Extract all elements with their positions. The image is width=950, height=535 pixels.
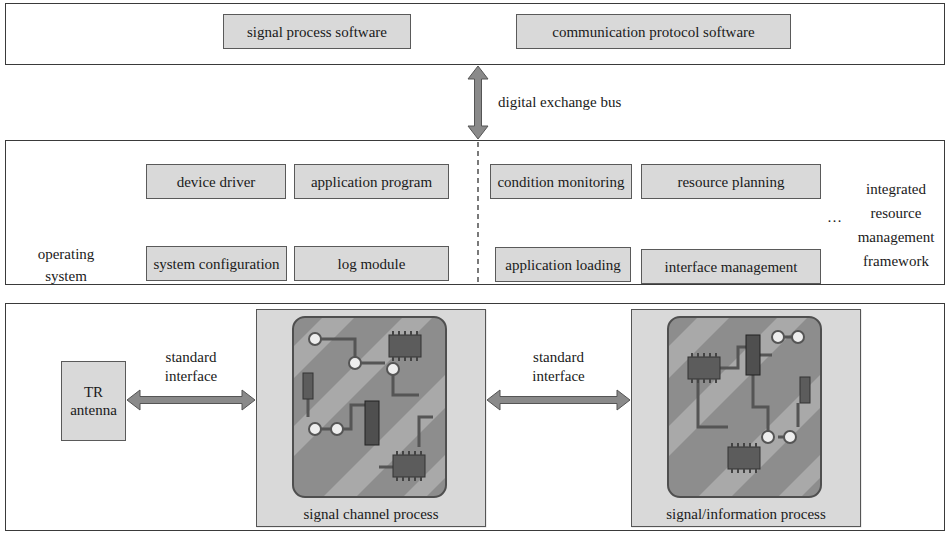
pcb-stripes xyxy=(668,317,821,497)
module-box: application loading xyxy=(495,247,631,282)
pcb-via xyxy=(792,331,804,343)
board-ground xyxy=(257,310,487,528)
module-box: TR antenna xyxy=(61,361,126,441)
bus-arrow xyxy=(468,66,488,139)
layer-label: operating system xyxy=(24,243,108,287)
chip-symbol xyxy=(393,455,425,477)
chip-symbol xyxy=(389,335,421,357)
circuit-board: signal/information process xyxy=(631,309,861,527)
module-box: signal process software xyxy=(223,14,411,49)
pcb-stripe xyxy=(293,317,355,379)
module-box: device driver xyxy=(146,164,286,199)
box-label: communication protocol software xyxy=(552,23,754,41)
bus-arrow xyxy=(487,390,630,410)
module-box: interface management xyxy=(641,249,821,284)
pcb-stripe xyxy=(668,317,808,457)
pcb-stripes xyxy=(293,317,446,497)
board-ground xyxy=(632,310,862,528)
box-label: application program xyxy=(311,173,432,191)
pcb-via xyxy=(331,423,343,435)
chip-symbol xyxy=(728,447,760,469)
component-symbol xyxy=(365,401,379,445)
circuit-board: signal channel process xyxy=(256,309,486,527)
pcb-via xyxy=(772,331,784,343)
module-box: communication protocol software xyxy=(516,14,791,49)
ellipsis-note: … xyxy=(827,208,842,226)
layer-band: signal process software communication pro… xyxy=(5,3,945,65)
module-box: log module xyxy=(294,246,449,281)
pcb-via xyxy=(387,363,399,375)
bus-arrow xyxy=(127,390,255,410)
pcb-base xyxy=(668,317,821,497)
connector-label: standard interface xyxy=(154,348,228,386)
box-label: application loading xyxy=(505,256,620,274)
connector-label: standard interface xyxy=(522,348,596,386)
pcb-illustration xyxy=(293,317,446,497)
connector-label: digital exchange bus xyxy=(498,93,621,112)
pcb-trace xyxy=(308,339,433,467)
pcb-via xyxy=(309,423,321,435)
module-box: resource planning xyxy=(641,164,821,199)
pcb-illustration xyxy=(668,317,821,497)
layer-label: integrated resource management framework xyxy=(848,177,944,273)
chip-legs xyxy=(397,451,421,481)
box-label: device driver xyxy=(177,173,256,191)
pcb-via xyxy=(762,431,774,443)
pcb-stripe xyxy=(778,454,821,497)
box-label: resource planning xyxy=(677,173,784,191)
box-label: TR antenna xyxy=(68,383,119,419)
layer-band: TR antenna signal channel process signal/i… xyxy=(5,303,945,531)
box-label: signal/information process xyxy=(666,505,826,523)
module-box: application program xyxy=(294,164,449,199)
chip-legs xyxy=(692,353,716,383)
box-label: condition monitoring xyxy=(497,173,624,191)
component-symbol xyxy=(746,335,760,375)
pcb-stripe xyxy=(323,374,446,497)
pcb-stripe xyxy=(668,317,730,379)
pcb-via xyxy=(784,431,796,443)
chip-legs xyxy=(393,331,417,361)
pcb-base xyxy=(293,317,446,497)
box-label: signal process software xyxy=(247,23,387,41)
box-label: log module xyxy=(338,255,406,273)
component-symbol xyxy=(800,377,810,403)
box-label: signal channel process xyxy=(304,505,439,523)
pcb-outline xyxy=(293,317,446,497)
layer-band: device driver application program system c… xyxy=(5,140,945,285)
box-label: system configuration xyxy=(153,255,279,273)
chip-symbol xyxy=(688,357,720,379)
pcb-stripe xyxy=(698,374,821,497)
pcb-via xyxy=(309,333,321,345)
module-box: condition monitoring xyxy=(490,164,632,199)
pcb-via xyxy=(349,357,361,369)
divider-line xyxy=(477,142,478,284)
module-box: system configuration xyxy=(146,246,287,281)
chip-legs xyxy=(732,443,756,473)
component-symbol xyxy=(303,373,313,399)
box-label: interface management xyxy=(665,258,798,276)
pcb-outline xyxy=(668,317,821,497)
